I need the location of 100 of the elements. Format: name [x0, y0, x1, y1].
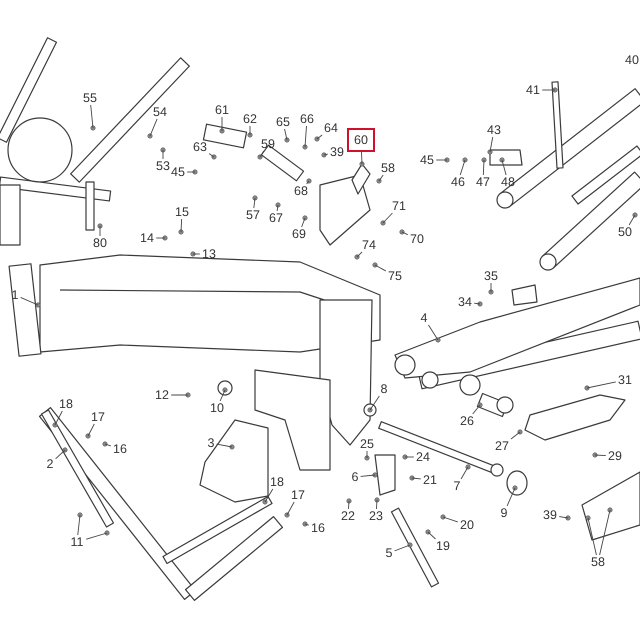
leader-line — [374, 264, 386, 272]
leader-line — [150, 118, 158, 136]
leader-line — [208, 153, 214, 158]
leader-line — [490, 136, 494, 152]
callout-number: 23 — [368, 509, 384, 523]
callout-number: 63 — [192, 140, 208, 154]
callout-number: 66 — [299, 112, 315, 126]
leader-line — [54, 410, 63, 426]
callout-number: 75 — [387, 269, 403, 283]
leader-line — [594, 454, 606, 456]
leader-line — [394, 544, 410, 552]
callout-number: 62 — [242, 112, 258, 126]
leader-line — [77, 514, 80, 536]
callout-number: 6 — [350, 470, 360, 484]
callout-number: 43 — [486, 123, 502, 137]
leader-line — [460, 466, 468, 480]
callout-number: 25 — [359, 437, 375, 451]
callout-number: 45 — [170, 165, 186, 179]
callout-number: 24 — [415, 450, 431, 464]
leader-line — [599, 510, 610, 556]
callout-number: 5 — [384, 546, 394, 560]
callout-number: 67 — [268, 211, 284, 225]
callout-number: 45 — [419, 153, 435, 167]
leader-line — [490, 282, 492, 292]
callout-number: 3 — [206, 436, 216, 450]
callout-number: 59 — [260, 137, 276, 151]
callout-number: 10 — [209, 401, 225, 415]
leader-line — [558, 516, 568, 518]
leader-line — [586, 381, 616, 388]
leader-line — [286, 502, 295, 516]
leader-line — [264, 488, 274, 502]
callout-number: 50 — [617, 225, 633, 239]
leader-line — [404, 456, 414, 458]
leader-line — [284, 128, 288, 140]
leader-line — [428, 324, 438, 340]
leader-line — [460, 160, 466, 176]
callout-number: 14 — [139, 231, 155, 245]
callout-number: 19 — [435, 539, 451, 553]
leader-line — [506, 488, 516, 506]
callout-number: 31 — [617, 373, 633, 387]
leader-line — [20, 296, 38, 306]
callout-number: 8 — [380, 382, 388, 396]
callout-number: 34 — [457, 295, 473, 309]
callout-number: 53 — [155, 159, 171, 173]
leader-line — [304, 126, 307, 148]
leader-line — [253, 198, 256, 208]
callout-number: 2 — [46, 457, 54, 471]
leader-line — [55, 450, 66, 460]
leader-line — [370, 396, 380, 410]
callout-number: 17 — [290, 488, 306, 502]
leader-line — [301, 218, 306, 228]
leader-line — [306, 180, 310, 184]
callout-number: 40 — [624, 53, 640, 67]
leader-line — [348, 500, 350, 510]
leader-line — [428, 532, 436, 540]
leader-line — [474, 302, 480, 304]
leader-line — [276, 204, 278, 212]
leader-line — [472, 404, 480, 414]
callout-number: 16 — [310, 521, 326, 535]
callout-number: 58 — [380, 161, 396, 175]
leader-line — [360, 474, 376, 477]
leader-line — [304, 524, 310, 526]
callout-number: 27 — [494, 439, 510, 453]
callout-number: 18 — [269, 475, 285, 489]
callout-number: 4 — [420, 311, 428, 325]
leader-line — [412, 478, 422, 480]
leader-line — [170, 394, 188, 396]
leader-line — [260, 150, 264, 158]
leader-line — [180, 218, 182, 232]
callout-number: 60 — [353, 133, 369, 147]
callout-number: 7 — [452, 479, 462, 493]
callout-number: 57 — [245, 208, 261, 222]
callout-number: 54 — [152, 105, 168, 119]
leader-line — [356, 252, 362, 258]
callout-number: 22 — [340, 509, 356, 523]
callout-number: 29 — [607, 449, 623, 463]
callout-number: 48 — [500, 175, 516, 189]
leader-line — [104, 444, 112, 446]
leader-line — [316, 134, 323, 140]
leader-line — [402, 232, 408, 236]
leader-line — [482, 160, 484, 176]
callout-number: 35 — [483, 269, 499, 283]
leader-line — [502, 160, 507, 176]
callout-number: 70 — [409, 232, 425, 246]
callout-number: 9 — [500, 506, 508, 520]
callout-number: 17 — [90, 410, 106, 424]
leader-line — [382, 212, 393, 224]
callout-number: 21 — [422, 473, 438, 487]
leader-line — [628, 214, 636, 226]
leader-line — [220, 390, 226, 402]
callout-number: 12 — [154, 388, 170, 402]
callout-number: 46 — [450, 175, 466, 189]
callout-number: 80 — [92, 236, 108, 250]
callout-number: 61 — [214, 103, 230, 117]
callout-number: 68 — [293, 184, 309, 198]
callout-number: 65 — [275, 115, 291, 129]
callout-number: 64 — [323, 121, 339, 135]
callout-number: 58 — [590, 555, 606, 569]
callout-number: 39 — [542, 508, 558, 522]
leader-line — [324, 154, 328, 156]
